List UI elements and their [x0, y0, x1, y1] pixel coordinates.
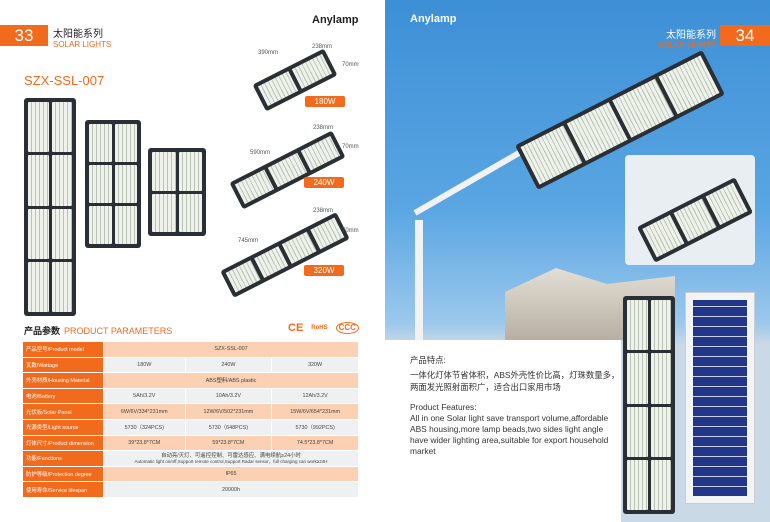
category-en: SOLAR LIGHTS: [657, 41, 716, 50]
row-label: 外壳材质/Housing Material: [23, 373, 103, 388]
row-value: 74.5*23.8*7CM: [272, 435, 358, 451]
rohs-mark-icon: RoHS: [311, 325, 328, 331]
lamp-pole: [415, 220, 423, 350]
category-header: 太阳能系列 SOLAR LIGHTS: [53, 25, 111, 49]
features-en-title: Product Features:: [410, 402, 477, 412]
row-value: 5730（648PCS): [185, 419, 272, 435]
left-page: 33 太阳能系列 SOLAR LIGHTS Anylamp SZX-SSL-00…: [0, 14, 359, 498]
lamp-240w-front: [85, 120, 141, 248]
value-subtext: Automatic light on/off,Support remote co…: [134, 459, 328, 465]
row-label: 灯体尺寸/Product dimension: [23, 435, 103, 451]
ce-mark-icon: CE: [288, 322, 304, 334]
row-value: 6W/6V/334*231mm: [104, 404, 185, 419]
dim-length: 590mm: [250, 150, 271, 156]
row-value: 5Ah/3.2V: [104, 388, 185, 404]
row-value: 180W: [104, 357, 185, 373]
dim-length: 390mm: [258, 50, 279, 56]
row-label: 电池/Battery: [23, 388, 103, 404]
params-title-en: PRODUCT PARAMETERS: [64, 326, 173, 336]
row-label: 功能/Functions: [23, 451, 103, 466]
value-text: ABS塑料/ABS plastic: [205, 378, 257, 385]
right-page: Anylamp 太阳能系列 SOLAR LIGHTS 34 产品特点: 一体化灯…: [385, 0, 770, 522]
model-title: SZX-SSL-007: [24, 73, 105, 88]
row-value: 12Ah/3.2V: [272, 388, 358, 404]
value-text: 自动亮/灭灯、可遥控控制、可雷达感应、满电续航≥24小时: [161, 453, 301, 460]
dim-height: 70mm: [342, 228, 359, 234]
category-cn: 太阳能系列: [666, 30, 716, 41]
dim-height: 70mm: [342, 144, 359, 150]
dim-width: 238mm: [312, 44, 333, 50]
lamp-240w-angled: [229, 130, 346, 210]
table-row: 使用寿命/Service lifespan 20000h: [23, 482, 358, 497]
row-value: 320W: [272, 357, 358, 373]
row-value: 10Ah/3.2V: [185, 388, 272, 404]
ccc-mark-icon: CCC: [335, 322, 359, 334]
value-text: SZX-SSL-007: [214, 346, 248, 353]
row-label: 光源类型/Light source: [23, 419, 103, 435]
category-cn: 太阳能系列: [53, 29, 103, 40]
row-label: 使用寿命/Service lifespan: [23, 482, 103, 497]
row-label: 瓦数/Wattage: [23, 357, 103, 373]
brand-logo: Anylamp: [410, 13, 457, 25]
lamp-closeup: [636, 177, 754, 263]
lamp-320w-front: [24, 98, 76, 316]
wattage-badge: 240W: [304, 177, 344, 188]
page-number: 34: [720, 25, 770, 46]
row-value: 39*23.8*7CM: [104, 435, 185, 451]
row-value: 59*23.8*7CM: [185, 435, 272, 451]
lamp-front-view: [623, 296, 675, 514]
category-en: SOLAR LIGHTS: [53, 40, 112, 49]
table-row: 防护等级/Protection degree IP65: [23, 466, 358, 482]
row-value: 5730（992PCS): [272, 419, 358, 435]
dim-width: 238mm: [313, 125, 334, 131]
wattage-badge: 180W: [305, 96, 345, 107]
lamp-320w-angled: [220, 212, 350, 298]
row-value: 15W/6V/654*231mm: [272, 404, 358, 419]
row-label: 产品型号/Product model: [23, 342, 103, 357]
lamp-closeup-inset: [625, 155, 755, 265]
row-label: 防护等级/Protection degree: [23, 466, 103, 482]
row-label: 光伏板/Solar Panel: [23, 404, 103, 419]
dim-length: 745mm: [238, 238, 259, 244]
lamp-180w-front: [148, 148, 206, 236]
brand-logo: Anylamp: [312, 14, 359, 26]
features-cn: 一体化灯体节省体积，ABS外壳性价比高，灯珠数量多，两面发光照射面积广，适合出口…: [410, 370, 620, 392]
wattage-badge: 320W: [304, 265, 344, 276]
page-number: 33: [0, 25, 48, 46]
row-value: ABS塑料/ABS plastic: [104, 373, 358, 388]
lamp-arm: [413, 150, 521, 216]
features-cn-title: 产品特点:: [410, 355, 446, 365]
value-text: 20000h: [222, 486, 240, 493]
certifications: CE RoHS CCC: [288, 322, 359, 334]
row-value: IP65: [104, 466, 358, 482]
product-features: 产品特点: 一体化灯体节省体积，ABS外壳性价比高，灯珠数量多，两面发光照射面积…: [385, 340, 621, 522]
table-row: 产品型号/Product model SZX-SSL-007: [23, 342, 358, 357]
row-value: 5730（324PCS): [104, 419, 185, 435]
dim-width: 238mm: [313, 208, 334, 214]
table-row: 外壳材质/Housing Material ABS塑料/ABS plastic: [23, 373, 358, 388]
solar-panel-back-view: [685, 292, 755, 504]
row-value: 12W/6V/502*231mm: [185, 404, 272, 419]
params-title-cn: 产品参数: [24, 326, 61, 336]
row-value: 240W: [185, 357, 272, 373]
features-en: All in one Solar light save transport vo…: [410, 413, 609, 456]
category-header: 太阳能系列 SOLAR LIGHTS: [658, 26, 716, 50]
row-value: 20000h: [104, 482, 358, 497]
row-value: SZX-SSL-007: [104, 342, 358, 357]
dim-height: 70mm: [342, 62, 359, 68]
value-text: IP65: [225, 471, 237, 478]
